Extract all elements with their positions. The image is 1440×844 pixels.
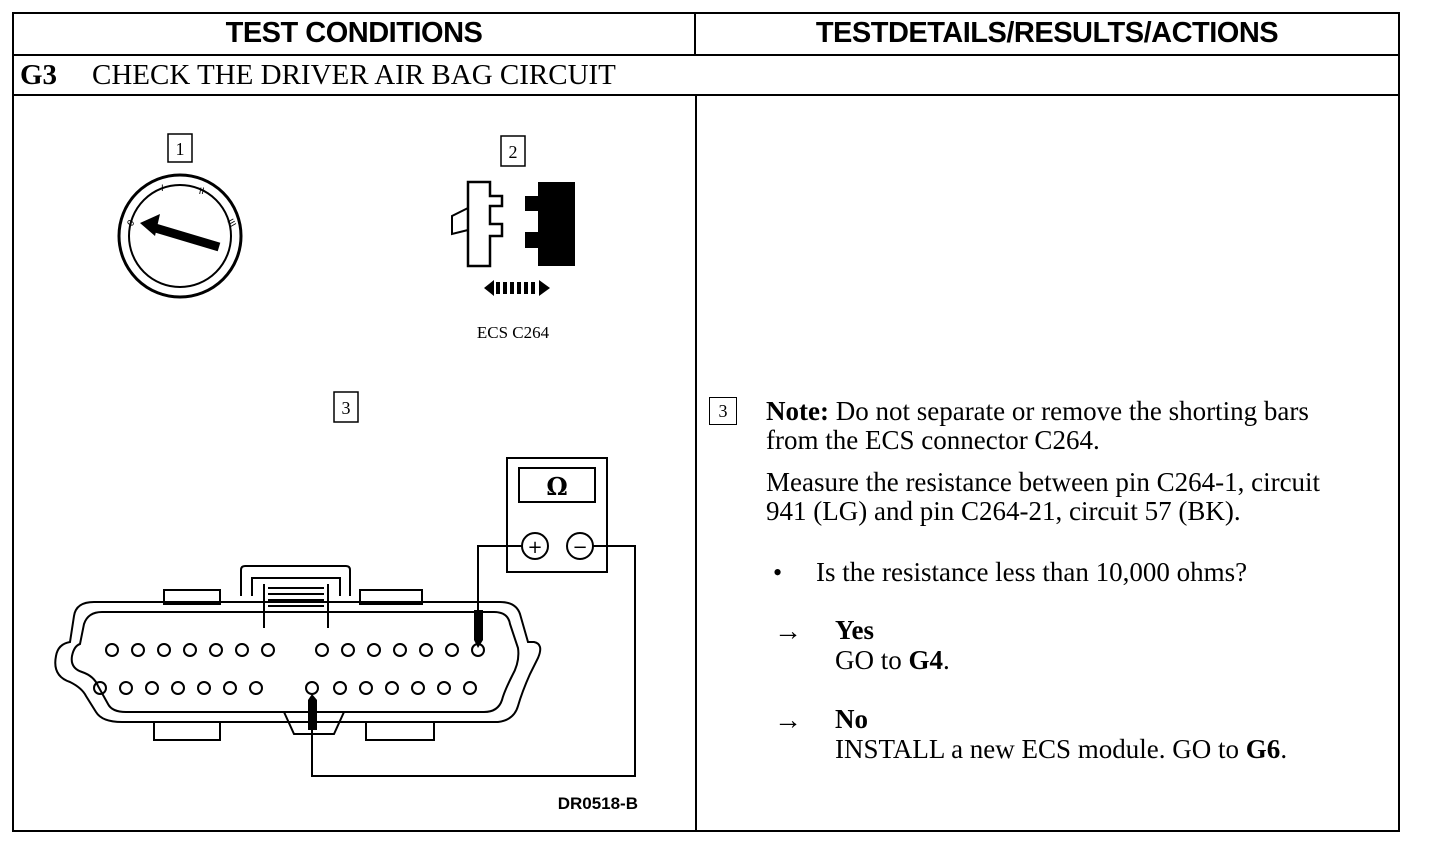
ignition-switch-icon: 0 I II III — [117, 173, 243, 299]
step-title-row: G3 CHECK THE DRIVER AIR BAG CIRCUIT — [14, 56, 1398, 96]
svg-text:III: III — [224, 218, 237, 230]
step-1-number: 1 — [176, 139, 185, 159]
test-conditions-diagram: 1 0 I II III 2 — [14, 96, 695, 830]
step-3-box: 3 — [333, 391, 359, 423]
no-arrow-icon: → — [774, 705, 802, 736]
connector-c264-face — [54, 565, 542, 741]
note-text-1: Do not separate or remove the shorting b… — [835, 396, 1309, 426]
yes-action-prefix: GO to — [835, 645, 909, 675]
connector-label: ECS C264 — [477, 323, 550, 342]
measure-line-1: Measure the resistance between pin C264-… — [766, 467, 1321, 497]
no-action-suffix: . — [1280, 734, 1288, 764]
no-action-target: G6 — [1245, 734, 1281, 764]
table-frame — [12, 12, 1400, 832]
test-details-panel: 3 Note: Do not separate or remove the sh… — [697, 96, 1398, 830]
measure-line-2: 941 (LG) and pin C264-21, circuit 57 (BK… — [766, 496, 1241, 526]
question-bullet: • — [773, 558, 783, 587]
yes-action-target: G4 — [908, 645, 944, 675]
note-line-1: Note: Do not separate or remove the shor… — [766, 397, 1309, 426]
yes-arrow-icon: → — [774, 616, 802, 647]
step-1-box: 1 — [167, 133, 193, 163]
meter-minus: − — [572, 537, 587, 558]
note-label: Note: — [766, 396, 829, 426]
probe-minus — [308, 694, 317, 730]
svg-text:0: 0 — [126, 218, 138, 228]
connector-c264-icon — [451, 180, 575, 296]
question-text: Is the resistance less than 10,000 ohms? — [816, 557, 1248, 587]
no-label: No — [835, 704, 868, 734]
step-3-number: 3 — [342, 398, 351, 418]
ohm-symbol: Ω — [546, 472, 567, 501]
yes-action-suffix: . — [943, 645, 950, 675]
note-line-2: from the ECS connector C264. — [766, 425, 1100, 455]
details-step-number: 3 — [709, 397, 737, 425]
test-leads — [311, 545, 636, 777]
column-divider — [695, 96, 697, 832]
no-action-prefix: INSTALL a new ECS module. GO to — [835, 734, 1246, 764]
step-2-box: 2 — [500, 135, 526, 167]
diagram-svg: 1 0 I II III 2 — [54, 133, 638, 813]
test-conditions-header: TEST CONDITIONS — [14, 12, 696, 56]
step-id: G3 — [20, 58, 58, 91]
svg-text:II: II — [199, 187, 205, 197]
meter-plus: + — [527, 537, 542, 558]
no-action: INSTALL a new ECS module. GO to G6. — [835, 735, 1287, 764]
yes-action: GO to G4. — [835, 646, 950, 675]
ohmmeter-icon: Ω + − — [506, 457, 608, 573]
yes-label: Yes — [835, 615, 874, 645]
step-2-number: 2 — [509, 142, 518, 162]
step-title: CHECK THE DRIVER AIR BAG CIRCUIT — [92, 58, 616, 91]
connector-pins — [93, 643, 485, 695]
figure-id: DR0518-B — [558, 794, 638, 813]
test-details-header: TESTDETAILS/RESULTS/ACTIONS — [696, 12, 1398, 56]
svg-text:I: I — [161, 184, 164, 194]
probe-plus — [474, 610, 483, 648]
